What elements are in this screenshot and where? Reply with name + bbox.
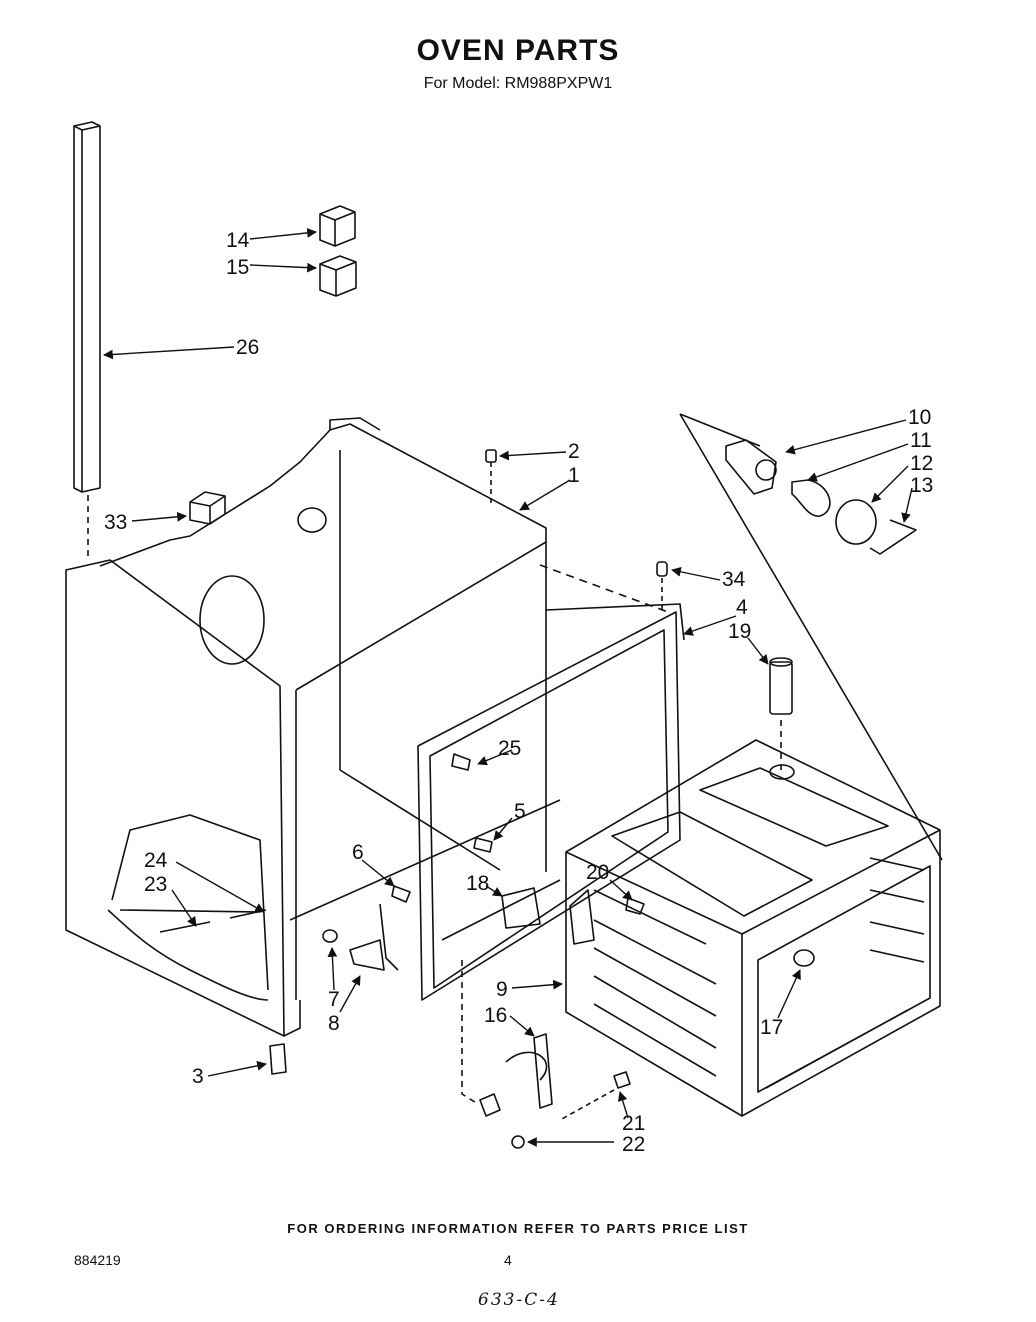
callout-5: 5 [514, 800, 526, 823]
callout-2: 2 [568, 440, 580, 463]
switch-block-upper [319, 205, 356, 247]
callout-18: 18 [466, 872, 489, 895]
oven-light-assembly [679, 413, 943, 861]
callout-20: 20 [586, 861, 609, 884]
cabinet-frame [99, 417, 561, 1000]
callout-24: 24 [144, 849, 168, 872]
callout-10: 10 [908, 406, 931, 429]
callout-12: 12 [910, 452, 933, 475]
oven-liner [565, 739, 941, 1117]
handwritten-code: 633-C-4 [478, 1290, 560, 1310]
callout-23: 23 [144, 873, 167, 896]
callout-leaders [103, 228, 913, 1147]
callout-34: 34 [722, 568, 746, 591]
callout-33: 33 [104, 511, 127, 534]
door-switch [189, 491, 226, 525]
callout-16: 16 [484, 1004, 507, 1027]
page-number: 4 [504, 1252, 512, 1268]
callout-1: 1 [568, 464, 580, 487]
callout-19: 19 [728, 620, 751, 643]
cabinet-left-panel [65, 559, 301, 1037]
callout-7: 7 [328, 988, 340, 1011]
callout-6: 6 [352, 841, 364, 864]
callout-11: 11 [910, 429, 932, 452]
small-hardware [119, 449, 668, 1149]
callout-3: 3 [192, 1065, 204, 1088]
ordering-note: FOR ORDERING INFORMATION REFER TO PARTS … [287, 1221, 749, 1236]
vent-tube [769, 657, 795, 780]
callout-17: 17 [760, 1016, 783, 1039]
callout-22: 22 [622, 1133, 645, 1156]
callout-25: 25 [498, 737, 521, 760]
callout-8: 8 [328, 1012, 340, 1035]
document-number: 884219 [74, 1252, 121, 1268]
vertical-trim-strip [73, 121, 101, 560]
callout-26: 26 [236, 336, 259, 359]
page-title: OVEN PARTS [416, 34, 620, 67]
model-subtitle: For Model: RM988PXPW1 [423, 75, 613, 92]
front-frame [417, 564, 685, 1001]
switch-block-lower [319, 255, 357, 297]
callout-15: 15 [226, 256, 249, 279]
callout-4: 4 [736, 596, 748, 619]
callout-21: 21 [622, 1112, 645, 1135]
callout-13: 13 [910, 474, 933, 497]
callout-9: 9 [496, 978, 508, 1001]
callout-14: 14 [226, 229, 250, 252]
